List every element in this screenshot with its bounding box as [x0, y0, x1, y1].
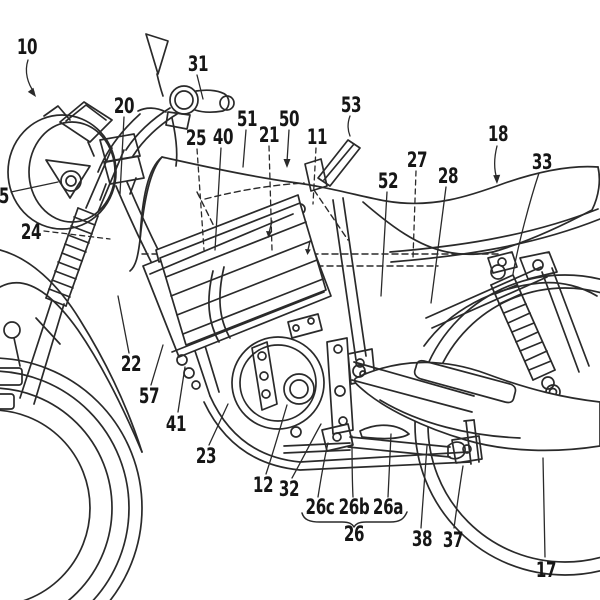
ref-label-53: 53	[340, 93, 362, 117]
front-fender	[0, 249, 143, 453]
ref-label-5: 5	[0, 184, 9, 208]
ref-label-32: 32	[278, 477, 300, 501]
ref-label-28: 28	[437, 164, 459, 188]
ref-label-40: 40	[212, 125, 234, 149]
rear-shock	[487, 251, 556, 390]
side-rail	[413, 359, 517, 404]
brace-26	[301, 511, 408, 528]
leader-lines-solid	[10, 59, 546, 558]
leader-lines-dashed	[43, 145, 417, 259]
ref-label-27: 27	[406, 148, 428, 172]
ref-label-24: 24	[20, 220, 42, 244]
front-fork	[19, 147, 125, 405]
front-wheel	[0, 321, 143, 600]
headlight	[7, 105, 117, 230]
ref-label-50: 50	[278, 107, 300, 131]
ref-label-25: 25	[185, 126, 207, 150]
swingarm	[351, 361, 475, 413]
ref-label-17: 17	[535, 558, 557, 582]
ref-label-33: 33	[531, 150, 553, 174]
ref-label-20: 20	[113, 94, 135, 118]
instrument-panel	[59, 101, 113, 157]
ref-label-52: 52	[377, 169, 399, 193]
ref-label-23: 23	[195, 444, 217, 468]
kickstand	[283, 419, 483, 465]
ref-label-21: 21	[258, 123, 280, 147]
rear-subframe	[389, 208, 600, 373]
ref-label-51: 51	[236, 107, 258, 131]
ref-label-38: 38	[411, 527, 433, 551]
ref-label-37: 37	[442, 528, 464, 552]
ref-label-12: 12	[252, 473, 274, 497]
ref-label-11: 11	[306, 125, 328, 149]
mirror	[145, 33, 169, 97]
ref-label-31: 31	[187, 52, 209, 76]
handlebar	[97, 107, 178, 173]
ref-label-10: 10	[16, 35, 38, 59]
motor	[231, 313, 354, 435]
ref-label-26b: 26b	[338, 495, 370, 519]
leader-arrowheads	[27, 87, 501, 184]
ref-label-26: 26	[343, 522, 365, 546]
throttle-grip	[165, 85, 235, 130]
ref-label-22: 22	[120, 352, 142, 376]
signal-stalk	[294, 139, 361, 215]
battery-box	[142, 194, 332, 390]
ref-label-26a: 26a	[372, 495, 404, 519]
ref-label-18: 18	[487, 122, 509, 146]
ref-label-57: 57	[138, 384, 160, 408]
chain-case	[353, 361, 600, 452]
ref-label-26c: 26c	[305, 495, 335, 519]
ref-label-41: 41	[165, 412, 187, 436]
